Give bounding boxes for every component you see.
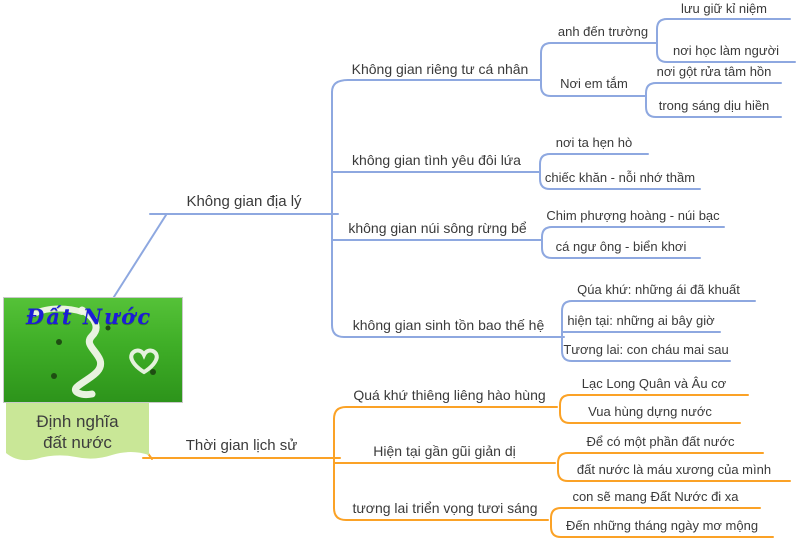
node-leaf-de-co[interactable]: Để có một phần đất nước (586, 434, 735, 449)
connector-sub2-leaves (645, 82, 782, 118)
node-leaf-got-rua[interactable]: nơi gột rửa tâm hồn (656, 64, 772, 79)
node-geo-group4[interactable]: không gian sinh tồn bao thế hệ (352, 317, 545, 333)
center-node-label-line2: đất nước (43, 433, 112, 452)
center-node-label: Định nghĩa đất nước (6, 411, 149, 453)
node-leaf-thang-ngay[interactable]: Đến những tháng ngày mơ mộng (565, 518, 759, 533)
connector-geo-group2-leaves (539, 153, 701, 190)
node-geo-group3[interactable]: không gian núi sông rừng bể (348, 220, 527, 236)
node-leaf-chim-phuong[interactable]: Chim phượng hoàng - núi bạc (546, 208, 720, 223)
node-leaf-hen-ho[interactable]: nơi ta hẹn hò (555, 135, 633, 150)
node-history-group2[interactable]: Hiện tại gần gũi giản dị (373, 443, 516, 459)
node-geo-sub1[interactable]: anh đến trường (557, 24, 649, 39)
node-leaf-luu-giu[interactable]: lưu giữ kỉ niệm (680, 1, 768, 16)
center-image-caption: Đất Nước (25, 304, 153, 329)
node-leaf-noi-hoc[interactable]: nơi học làm người (673, 43, 779, 58)
node-geo[interactable]: Không gian địa lý (186, 193, 302, 210)
connector-history-group2-leaves (557, 452, 791, 482)
node-leaf-tuong-lai[interactable]: Tương lai: con cháu mai sau (563, 342, 729, 357)
center-node-label-line1: Định nghĩa (36, 412, 119, 431)
node-leaf-qua-khu[interactable]: Qúa khứ: những ái đã khuất (577, 282, 740, 297)
node-leaf-trong-sang[interactable]: trong sáng dịu hiền (658, 98, 770, 113)
connector-geo-group1-subs (540, 42, 657, 97)
node-leaf-vua-hung[interactable]: Vua hùng dựng nước (588, 404, 712, 419)
node-history[interactable]: Thời gian lịch sử (185, 437, 298, 454)
connector-geo-group1 (331, 79, 541, 93)
node-geo-group1[interactable]: Không gian riêng tư cá nhân (351, 61, 529, 77)
node-geo-sub2[interactable]: Nơi em tắm (560, 76, 628, 91)
node-leaf-hien-tai[interactable]: hiện tại: những ai bây giờ (567, 313, 715, 328)
connector-center-to-geo (111, 214, 167, 301)
node-leaf-con-se-mang[interactable]: con sẽ mang Đất Nước đi xa (572, 489, 739, 504)
node-leaf-ca-ngu[interactable]: cá ngư ông - biển khơi (555, 239, 687, 254)
center-image[interactable]: Đất Nước (3, 297, 183, 403)
node-history-group3[interactable]: tương lai triển vọng tươi sáng (352, 500, 538, 516)
vietnam-map-art (31, 305, 159, 398)
node-history-group1[interactable]: Quá khứ thiêng liêng hào hùng (353, 387, 546, 403)
connector-history-group1 (333, 406, 558, 420)
connector-geo-group3-leaves (541, 226, 725, 259)
connector-geo-group4 (331, 324, 565, 338)
node-leaf-mau-xuong[interactable]: đất nước là máu xương của mình (576, 462, 772, 477)
node-geo-group2[interactable]: không gian tình yêu đôi lứa (352, 152, 521, 168)
connector-sub1-leaves (656, 18, 796, 63)
center-node-shape (6, 403, 149, 461)
center-node[interactable]: Định nghĩa đất nước (6, 403, 149, 469)
connector-history-group3-leaves (550, 507, 774, 538)
connector-history-group1-leaves (559, 394, 749, 424)
node-leaf-lac-long-quan[interactable]: Lạc Long Quân và Âu cơ (581, 376, 727, 391)
connector-history-group3 (333, 507, 549, 521)
node-leaf-chiec-khan[interactable]: chiếc khăn - nỗi nhớ thầm (544, 170, 696, 185)
